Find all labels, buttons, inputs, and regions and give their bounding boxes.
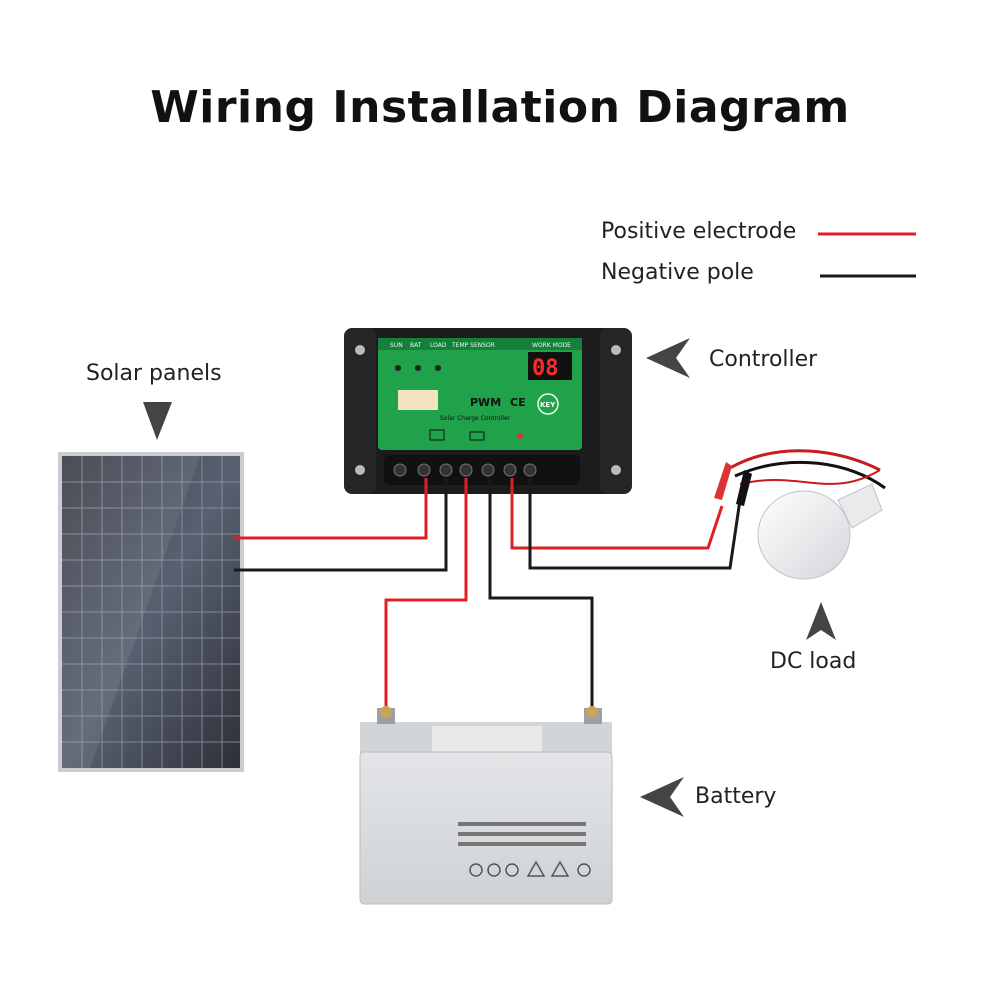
controller-display — [528, 352, 572, 380]
solar-panels-label: Solar panels — [86, 361, 222, 386]
charge-controller: SUN BAT LOAD TEMP SENSOR WORK MODE 08 PW… — [344, 328, 632, 494]
page-title: Wiring Installation Diagram — [150, 82, 850, 133]
legend-positive-label: Positive electrode — [601, 219, 797, 244]
battery-arrow-icon — [640, 777, 684, 817]
dc-load-arrow-icon — [806, 602, 836, 640]
controller-ce-mark: CE — [510, 396, 526, 409]
controller-key-label: KEY — [540, 401, 556, 409]
controller-label: Controller — [709, 347, 818, 372]
controller-brand: PWM — [470, 396, 501, 409]
wire-solar-positive — [234, 478, 428, 540]
solar-panels-arrow-icon — [143, 402, 172, 440]
controller-display-value: 08 — [532, 356, 559, 381]
controller-header-sun: SUN — [390, 342, 403, 349]
wire-load-positive — [510, 478, 724, 550]
dc-load-label: DC load — [770, 649, 857, 674]
controller-header-temp: TEMP SENSOR — [451, 342, 495, 349]
wire-solar-negative — [234, 478, 448, 572]
controller-header-mode: WORK MODE — [532, 342, 571, 349]
controller-header-bat: BAT — [410, 342, 422, 349]
controller-key-button[interactable] — [537, 393, 559, 415]
battery-label: Battery — [695, 784, 777, 809]
battery — [359, 706, 613, 905]
wire-load-negative — [528, 478, 742, 570]
wire-battery-negative — [488, 478, 594, 714]
legend-negative-label: Negative pole — [601, 260, 754, 285]
dc-load-bulb — [714, 449, 886, 580]
wire-battery-positive — [384, 478, 468, 714]
controller-header-load: LOAD — [430, 342, 447, 349]
controller-arrow-icon — [646, 338, 690, 378]
solar-panel — [58, 452, 244, 772]
controller-subtitle: Solar Charge Controller — [440, 415, 511, 422]
